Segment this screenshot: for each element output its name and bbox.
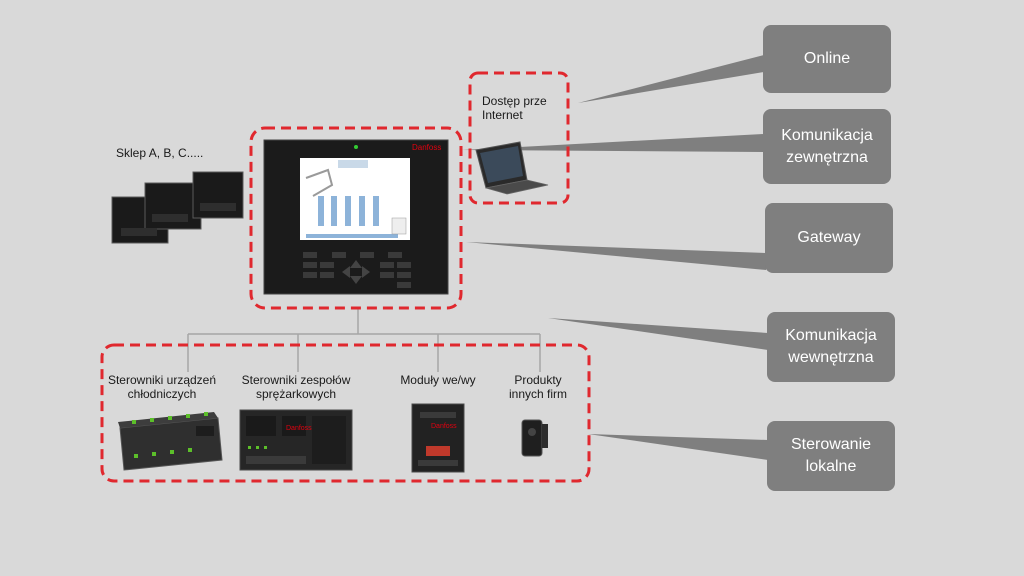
internal-bus [187, 308, 541, 372]
internet-label: Dostęp prze Internet [482, 94, 547, 122]
devices-frame [100, 343, 591, 483]
shops-label: Sklep A, B, C..... [116, 146, 204, 160]
callout-online: Online [763, 25, 891, 93]
pointer-local [588, 434, 768, 460]
pack-controllers-label: Sterowniki zespołów sprężarkowych [241, 373, 351, 401]
case-controller-icon [118, 412, 223, 471]
callout-gateway: Gateway [765, 203, 893, 273]
gateway-device-icon: Danfoss [263, 139, 449, 295]
svg-text:Danfoss: Danfoss [431, 423, 457, 430]
internet-frame [468, 71, 570, 205]
io-modules-label: Moduły we/wy [400, 373, 476, 387]
svg-text:Danfoss: Danfoss [286, 425, 312, 432]
pointer-external [462, 134, 764, 152]
shop-devices-icon [111, 171, 244, 244]
third-party-label: Produkty innych firm [508, 373, 567, 401]
gateway-frame [249, 126, 463, 310]
pack-controller-icon: Danfoss [239, 409, 353, 471]
svg-text:Danfoss: Danfoss [412, 143, 441, 152]
pointer-internal [548, 318, 768, 350]
third-party-product-icon [521, 419, 548, 457]
pointer-online [578, 55, 764, 103]
io-module-icon: Danfoss [411, 403, 465, 473]
callout-external-communication: Komunikacja zewnętrzna [763, 109, 891, 184]
case-controllers-label: Sterowniki urządzeń chłodniczych [107, 373, 217, 401]
callout-internal-communication: Komunikacja wewnętrzna [767, 312, 895, 382]
laptop-icon [475, 141, 549, 195]
pointer-gateway [466, 242, 766, 270]
callout-local-control: Sterowanie lokalne [767, 421, 895, 491]
